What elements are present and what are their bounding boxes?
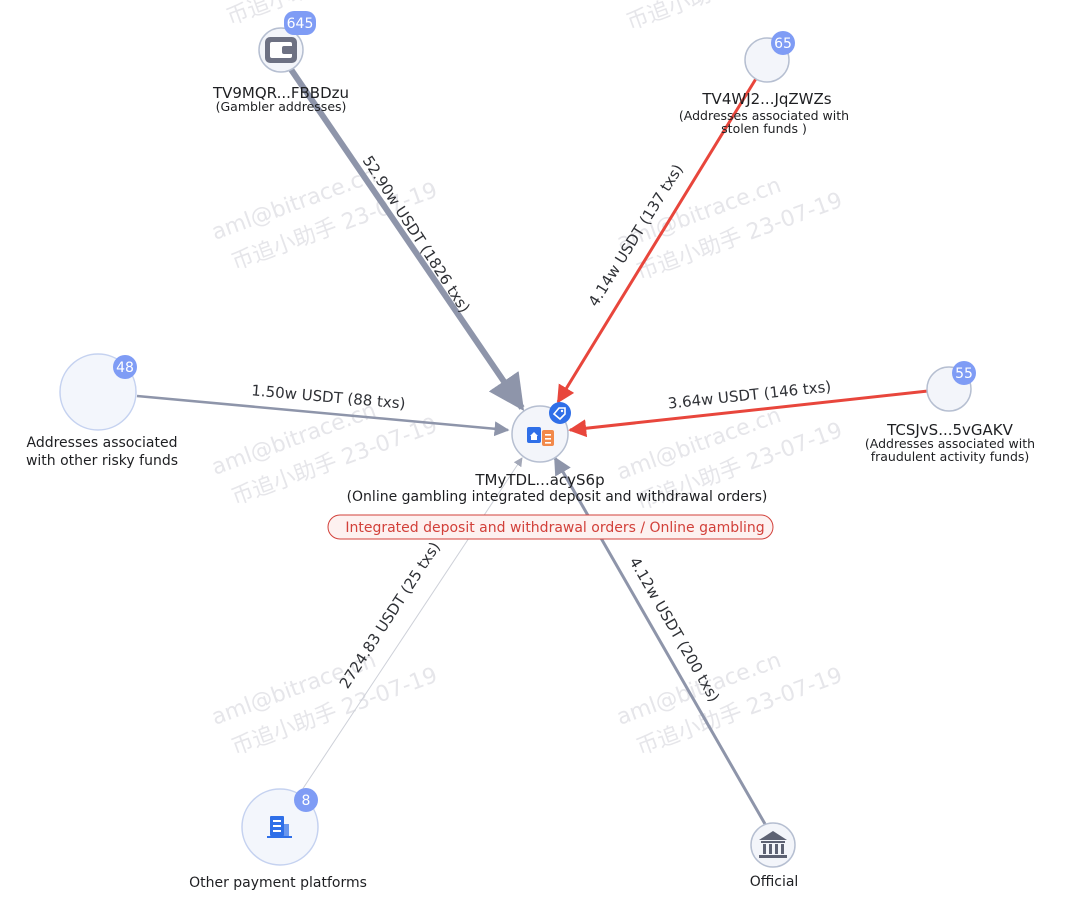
node-payment-label: Other payment platforms: [189, 875, 367, 891]
node-stolen-address: TV4WJ2...JqZWZs: [701, 90, 831, 108]
node-official-label: Official: [750, 874, 799, 890]
tag-icon[interactable]: [549, 402, 571, 424]
node-risky-badge-count: 48: [116, 360, 134, 376]
node-payment-badge: [294, 788, 318, 812]
node-gambler-badge-count: 645: [287, 16, 314, 32]
node-center[interactable]: TMyTDL...acyS6p (Online gambling integra…: [327, 402, 774, 540]
node-fraud-badge: [952, 361, 976, 385]
node-gambler-subtitle: (Gambler addresses): [216, 99, 347, 114]
edge-gambler-to-center[interactable]: [285, 63, 525, 411]
edge-official-to-center[interactable]: [553, 456, 767, 825]
node-center-address: TMyTDL...acyS6p: [474, 471, 604, 489]
node-official[interactable]: Official: [750, 822, 799, 890]
node-fraud-address: TCSJvS...5vGAKV: [886, 421, 1014, 439]
node-payment-cluster[interactable]: 8 Other payment platforms: [189, 788, 367, 891]
node-stolen[interactable]: 65 TV4WJ2...JqZWZs (Addresses associated…: [679, 31, 849, 136]
node-risky-label-1: Addresses associated: [27, 435, 178, 451]
node-official-circle[interactable]: [750, 822, 796, 868]
node-fraud-badge-count: 55: [955, 366, 973, 382]
node-center-type: (Online gambling integrated deposit and …: [347, 489, 768, 505]
node-stolen-subtitle-2: stolen funds ): [721, 121, 807, 136]
edge-stolen-to-center[interactable]: [556, 76, 759, 404]
node-risky-label-2: with other risky funds: [26, 453, 178, 469]
exchange-doc-icon: [527, 427, 554, 446]
watermark-tool: 币追小助手 23-07-19: [624, 0, 836, 36]
node-risky-badge: [113, 355, 137, 379]
edge-label-fraud: 3.64w USDT (146 txs): [667, 378, 832, 413]
node-fraud[interactable]: 55 TCSJvS...5vGAKV (Addresses associated…: [865, 361, 1035, 464]
edge-risky-to-center[interactable]: [136, 394, 510, 437]
node-stolen-badge-count: 65: [774, 36, 792, 52]
wallet-icon: [265, 37, 297, 63]
node-payment-badge-count: 8: [302, 793, 311, 809]
building-icon: [267, 816, 292, 838]
node-gambler[interactable]: 645 TV9MQR...FBBDzu (Gambler addresses): [212, 11, 349, 114]
center-risk-tag-label: Integrated deposit and withdrawal orders…: [345, 520, 764, 536]
edge-label-official: 4.12w USDT (200 txs): [626, 554, 724, 705]
node-gambler-badge: [284, 11, 316, 35]
node-stolen-subtitle-1: (Addresses associated with: [679, 108, 849, 123]
edge-payment-to-center[interactable]: [301, 457, 523, 791]
node-fraud-subtitle-2: fraudulent activity funds): [871, 449, 1030, 464]
watermark-tool: 币追小助手 23-07-19: [224, 0, 436, 31]
bank-icon: [759, 831, 787, 858]
node-fraud-subtitle-1: (Addresses associated with: [865, 436, 1035, 451]
node-risky-cluster[interactable]: 48 Addresses associated with other risky…: [26, 353, 178, 469]
edge-label-gambler: 52.90w USDT (1826 txs): [359, 153, 474, 316]
edge-fraud-to-center[interactable]: [568, 389, 929, 438]
center-risk-tag[interactable]: [327, 514, 774, 540]
node-gambler-address: TV9MQR...FBBDzu: [212, 84, 349, 102]
node-stolen-badge: [771, 31, 795, 55]
